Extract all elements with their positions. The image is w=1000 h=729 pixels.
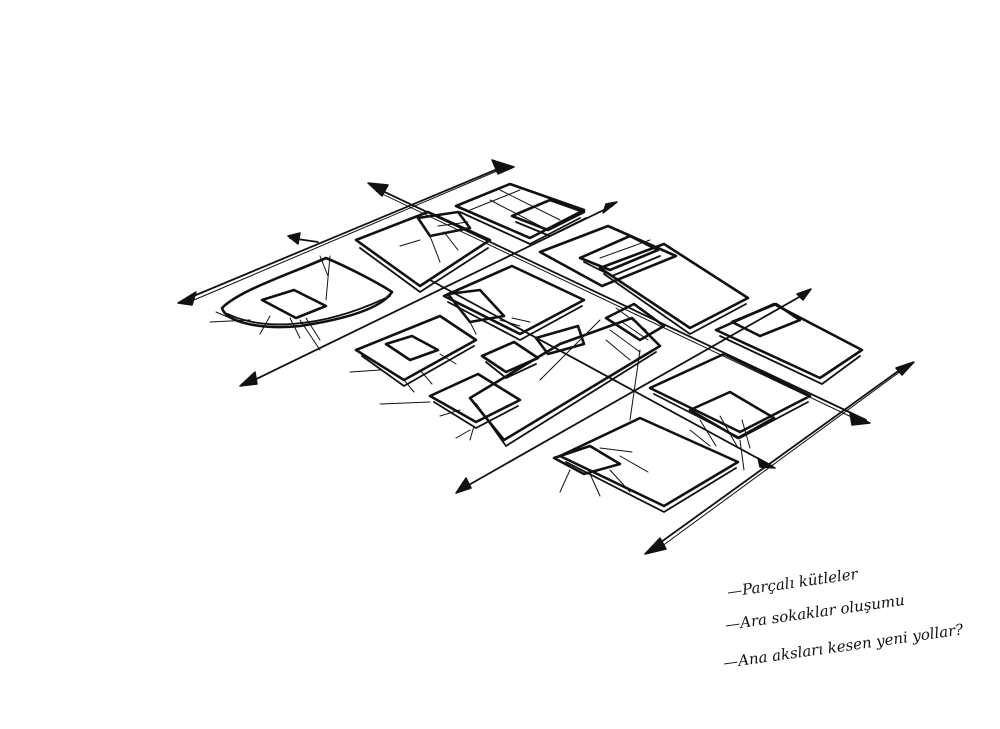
block-center-south [379, 316, 662, 447]
block-top-west [354, 210, 492, 293]
handwritten-notes: —Parçalı kütleler —Ara sokaklar oluşumu … [722, 565, 965, 672]
axis-arrow-cross-lower [429, 279, 776, 469]
building-blocks [209, 182, 864, 513]
block-south [552, 416, 745, 513]
axis-lines [177, 159, 915, 555]
axis-arrow-short-left [287, 232, 319, 245]
block-center-core [604, 302, 666, 361]
block-center-west [349, 314, 478, 393]
block-east-large [598, 242, 750, 335]
axis-arrow-upper-left [177, 159, 515, 306]
block-south-east [648, 352, 812, 449]
axis-arrow-lower [644, 361, 915, 555]
axis-arrow-second [239, 201, 618, 387]
block-east-upper [714, 302, 864, 385]
block-west-rounded [209, 255, 394, 341]
note-line-1: —Parçalı kütleler [726, 565, 860, 601]
block-center-north [442, 264, 586, 341]
block-top-north [454, 182, 587, 245]
